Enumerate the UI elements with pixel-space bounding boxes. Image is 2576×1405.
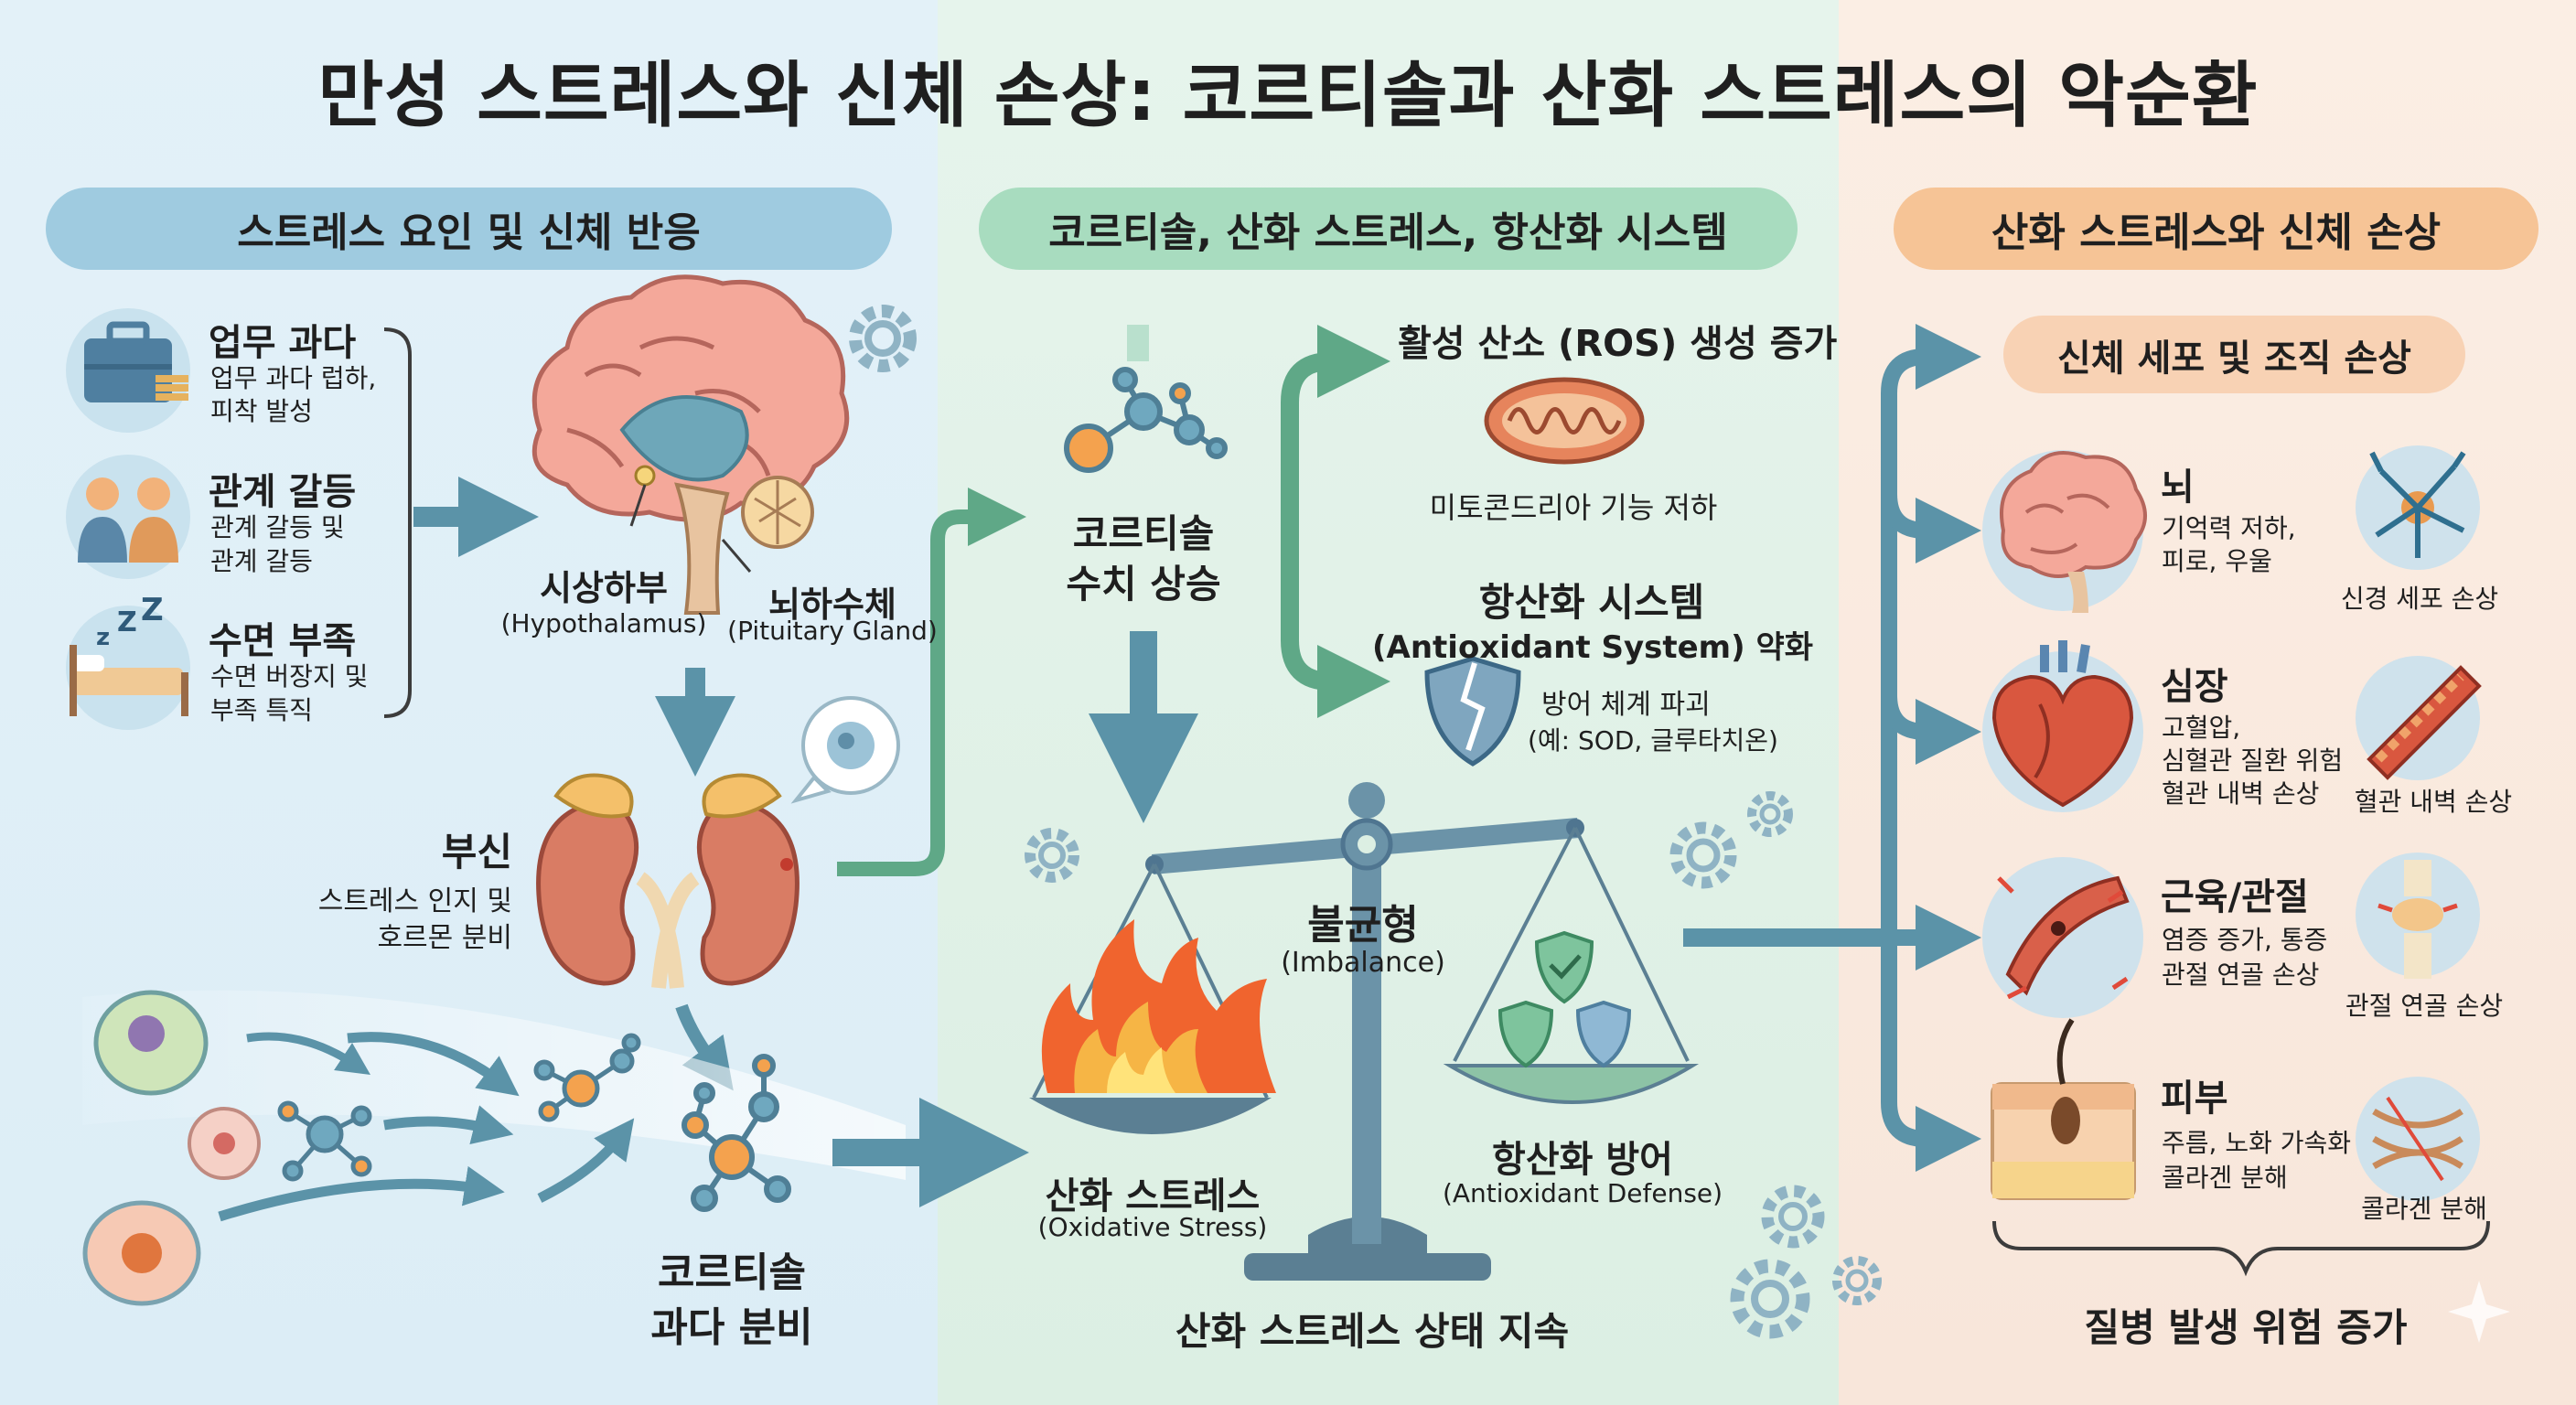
cell-icon-2 [188,1107,261,1180]
organ-desc: 피로, 우울 [2162,546,2272,576]
antioxidant-defense-label: 항산화 방어 [1492,1139,1673,1181]
gear-icon [1669,821,1737,889]
svg-text:Z: Z [141,592,164,628]
organ-desc: 염증 증가, 통증 [2162,925,2328,955]
brain-organ-icon [1982,450,2147,613]
disease-risk-footer: 질병 발생 위험 증가 [2084,1305,2408,1350]
organ-name-heart: 심장 [2161,666,2228,708]
neuron-icon [2356,445,2480,570]
muscle-organ-icon [1982,857,2143,1018]
svg-text:z: z [96,624,110,651]
stressor-desc: 관계 갈등 [210,546,313,576]
stressor-title-conflict: 관계 갈등 [209,471,357,513]
pituitary-en-label: (Pituitary Gland) [727,616,938,646]
gear-icon [1761,1185,1825,1249]
cell-icon-1 [93,990,209,1096]
molecule-icon-small-2 [533,1033,641,1122]
imbalance-label: 불균형 [1307,902,1419,949]
kidney-right-icon [651,773,800,989]
pituitary-label: 뇌하수체 [768,585,896,625]
oxidative-state-footer: 산화 스트레스 상태 지속 [1175,1309,1570,1354]
organ-desc: 고혈압, [2162,713,2241,743]
skin-organ-icon [1991,1018,2136,1200]
adrenal-desc: 호르몬 분비 [377,922,512,954]
heart-organ-icon [1982,640,2143,812]
organ-desc: 심혈관 질환 위험 [2162,745,2344,776]
antioxidant-subtitle: (Antioxidant System) 약화 [1372,629,1814,666]
molecule-icon-large [682,1054,791,1212]
organ-desc: 혈관 내벽 손상 [2162,778,2320,809]
cortisol-excess-label: 코르티솔 [658,1249,806,1296]
briefcase-icon [66,308,190,433]
antioxidant-desc: (예: SOD, 글루타치온) [1528,725,1778,756]
ros-title: 활성 산소 (ROS) 생성 증가 [1398,323,1838,365]
imbalance-en-label: (Imbalance) [1281,947,1445,979]
gear-icon [1025,828,1079,883]
ros-caption: 미토콘드리아 기능 저하 [1429,490,1718,525]
kidney-left-icon [536,773,684,989]
oxidative-stress-label: 산화 스트레스 [1045,1175,1261,1217]
gear-icon [1832,1256,1882,1305]
antioxidant-desc: 방어 체계 파괴 [1541,689,1711,721]
fire-icon [1041,919,1276,1093]
organ-name-muscle: 근육/관절 [2161,876,2309,918]
organ-detail: 신경 세포 손상 [2340,584,2499,614]
adrenal-title: 부신 [441,830,512,874]
stressor-desc: 관계 갈등 및 [210,512,345,542]
organ-name-brain: 뇌 [2161,467,2195,509]
organ-name-skin: 피부 [2161,1078,2228,1120]
stressor-desc: 피착 발성 [210,396,313,426]
cell-icon-3 [82,1200,201,1306]
blood-vessel-icon [2356,656,2482,780]
cortisol-rise-label: 수치 상승 [1066,562,1221,606]
gear-icon [849,305,917,372]
joint-icon [2356,853,2480,979]
shield-icon [1497,1000,1554,1068]
stressor-title-sleep: 수면 부족 [209,620,357,662]
section-pill-middle: 코르티솔, 산화 스트레스, 항산화 시스템 [979,188,1798,270]
damage-header: 신체 세포 및 조직 손상 [2003,316,2465,393]
broken-shield-icon [1424,656,1521,767]
molecule-icon-small-1 [277,1100,372,1182]
sleep-bed-icon: z Z Z [66,592,190,730]
mitochondria-icon [1484,377,1645,465]
shield-icon [1575,1000,1632,1068]
hypothalamus-en-label: (Hypothalamus) [500,608,707,638]
organ-desc: 콜라겐 분해 [2162,1163,2288,1193]
oxidative-stress-en-label: (Oxidative Stress) [1037,1212,1268,1242]
stressor-desc: 수면 버장지 및 [210,661,369,692]
cortisol-excess-label: 과다 분비 [650,1304,813,1351]
organ-desc: 기억력 저하, [2162,513,2296,543]
brain-illustration [531,274,850,615]
organ-desc: 관절 연골 손상 [2162,960,2320,990]
collagen-icon [2356,1077,2480,1201]
stressor-desc: 부족 특직 [210,695,313,725]
antioxidant-defense-en-label: (Antioxidant Defense) [1442,1178,1723,1208]
cortisol-rise-label: 코르티솔 [1072,511,1215,556]
adrenal-desc: 스트레스 인지 및 [317,885,512,917]
cortisol-molecule-icon [1064,367,1228,473]
people-conflict-icon [66,455,190,579]
page-title: 만성 스트레스와 신체 손상: 코르티솔과 산화 스트레스의 악순환 [317,55,2259,137]
stressor-desc: 업무 과다 럽하, [210,363,377,393]
antioxidant-title: 항산화 시스템 [1478,580,1705,625]
organ-desc: 주름, 노화 가속화 [2162,1128,2352,1158]
shield-check-icon [1534,930,1594,1004]
stressor-title-workload: 업무 과다 [209,322,357,364]
section-pill-right: 산화 스트레스와 신체 손상 [1894,188,2538,270]
organ-detail: 혈관 내벽 손상 [2354,787,2513,817]
gear-icon [1730,1259,1810,1339]
organ-detail: 콜라겐 분해 [2361,1194,2487,1224]
section-pill-left: 스트레스 요인 및 신체 반응 [46,188,892,270]
gear-icon [1747,791,1793,837]
svg-text:Z: Z [117,606,137,638]
hypothalamus-label: 시상하부 [540,568,668,608]
cell-bubble-icon [790,696,900,804]
organ-detail: 관절 연골 손상 [2345,991,2504,1021]
